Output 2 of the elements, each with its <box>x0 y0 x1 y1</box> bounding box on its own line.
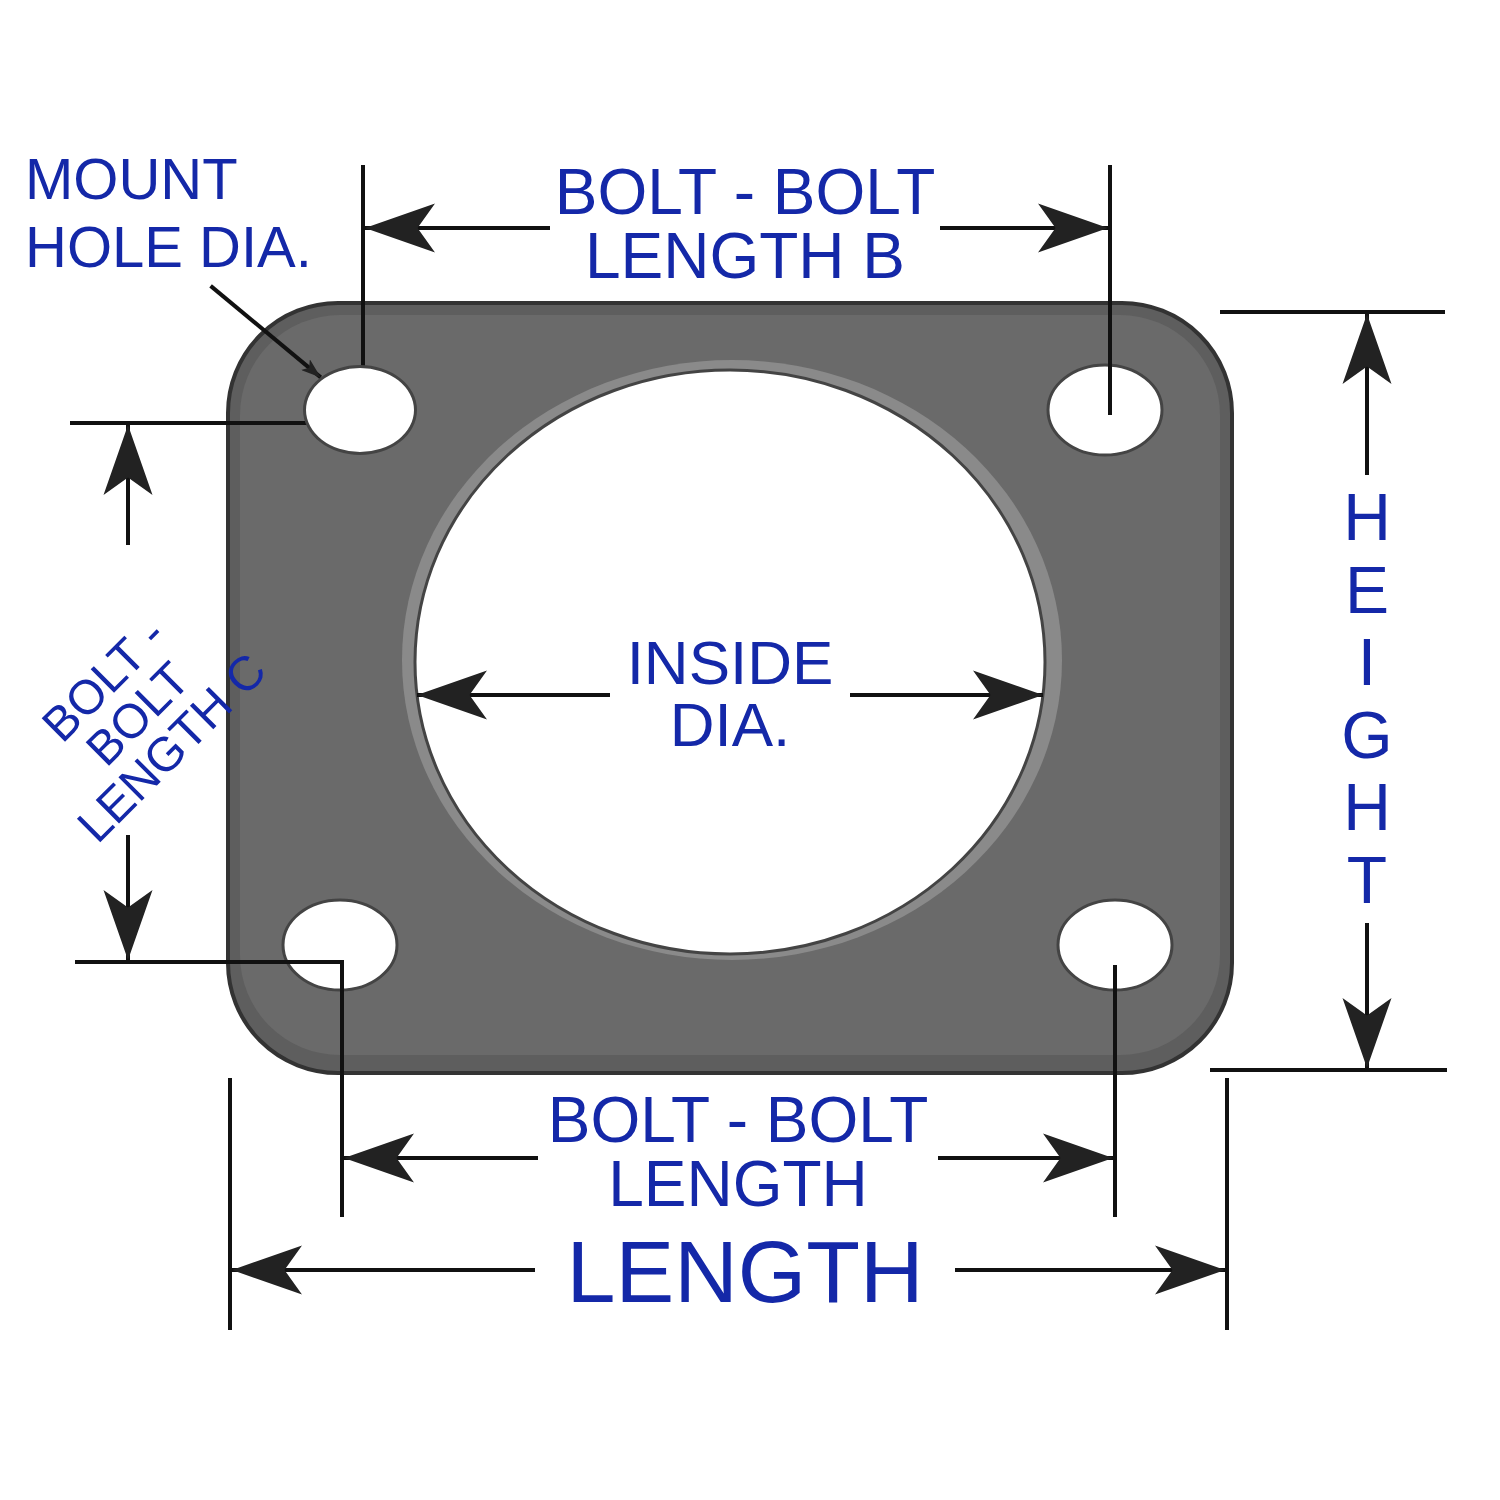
callout-label: MOUNT HOLE DIA. <box>25 145 345 282</box>
leader-line <box>209 284 322 379</box>
